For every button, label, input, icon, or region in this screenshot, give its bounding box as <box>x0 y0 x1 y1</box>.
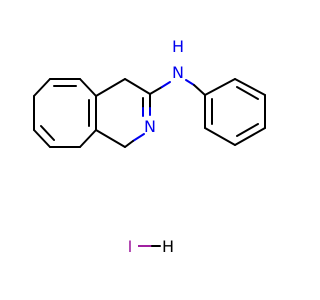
benzo-ring <box>33 78 97 148</box>
bond <box>204 78 236 96</box>
double-bond-inner <box>236 86 259 100</box>
bond-to-amine-nitrogen <box>161 81 171 88</box>
amine-hydrogen-label: H <box>172 37 184 56</box>
salt-hydrogen-label: H <box>162 237 174 256</box>
bond <box>79 129 97 148</box>
molecule-canvas: H N N I H <box>33 37 266 256</box>
bond <box>204 127 236 146</box>
bond <box>33 78 51 97</box>
structure-drawing: H N N I H <box>33 37 266 256</box>
bond <box>193 84 206 96</box>
hydroiodide-salt: I H <box>128 237 174 256</box>
bond <box>33 129 51 148</box>
amine-linkage <box>149 79 206 96</box>
bond <box>149 86 163 95</box>
bond <box>234 127 266 146</box>
bond <box>95 129 126 148</box>
double-bond-inner <box>40 125 55 141</box>
amine-nitrogen-label: N <box>172 63 184 82</box>
iodine-label: I <box>128 237 133 256</box>
bond-to-amine-nitrogen <box>185 79 195 86</box>
bond <box>95 78 126 97</box>
phenyl-ring <box>204 78 266 146</box>
ring-nitrogen-label: N <box>144 117 156 136</box>
bond <box>124 140 134 148</box>
bond <box>124 78 151 95</box>
bond <box>79 78 97 97</box>
bond-to-ring-nitrogen <box>132 133 145 142</box>
dihydro-ring <box>95 78 151 148</box>
bond <box>234 78 266 96</box>
double-bond-inner <box>236 123 259 137</box>
